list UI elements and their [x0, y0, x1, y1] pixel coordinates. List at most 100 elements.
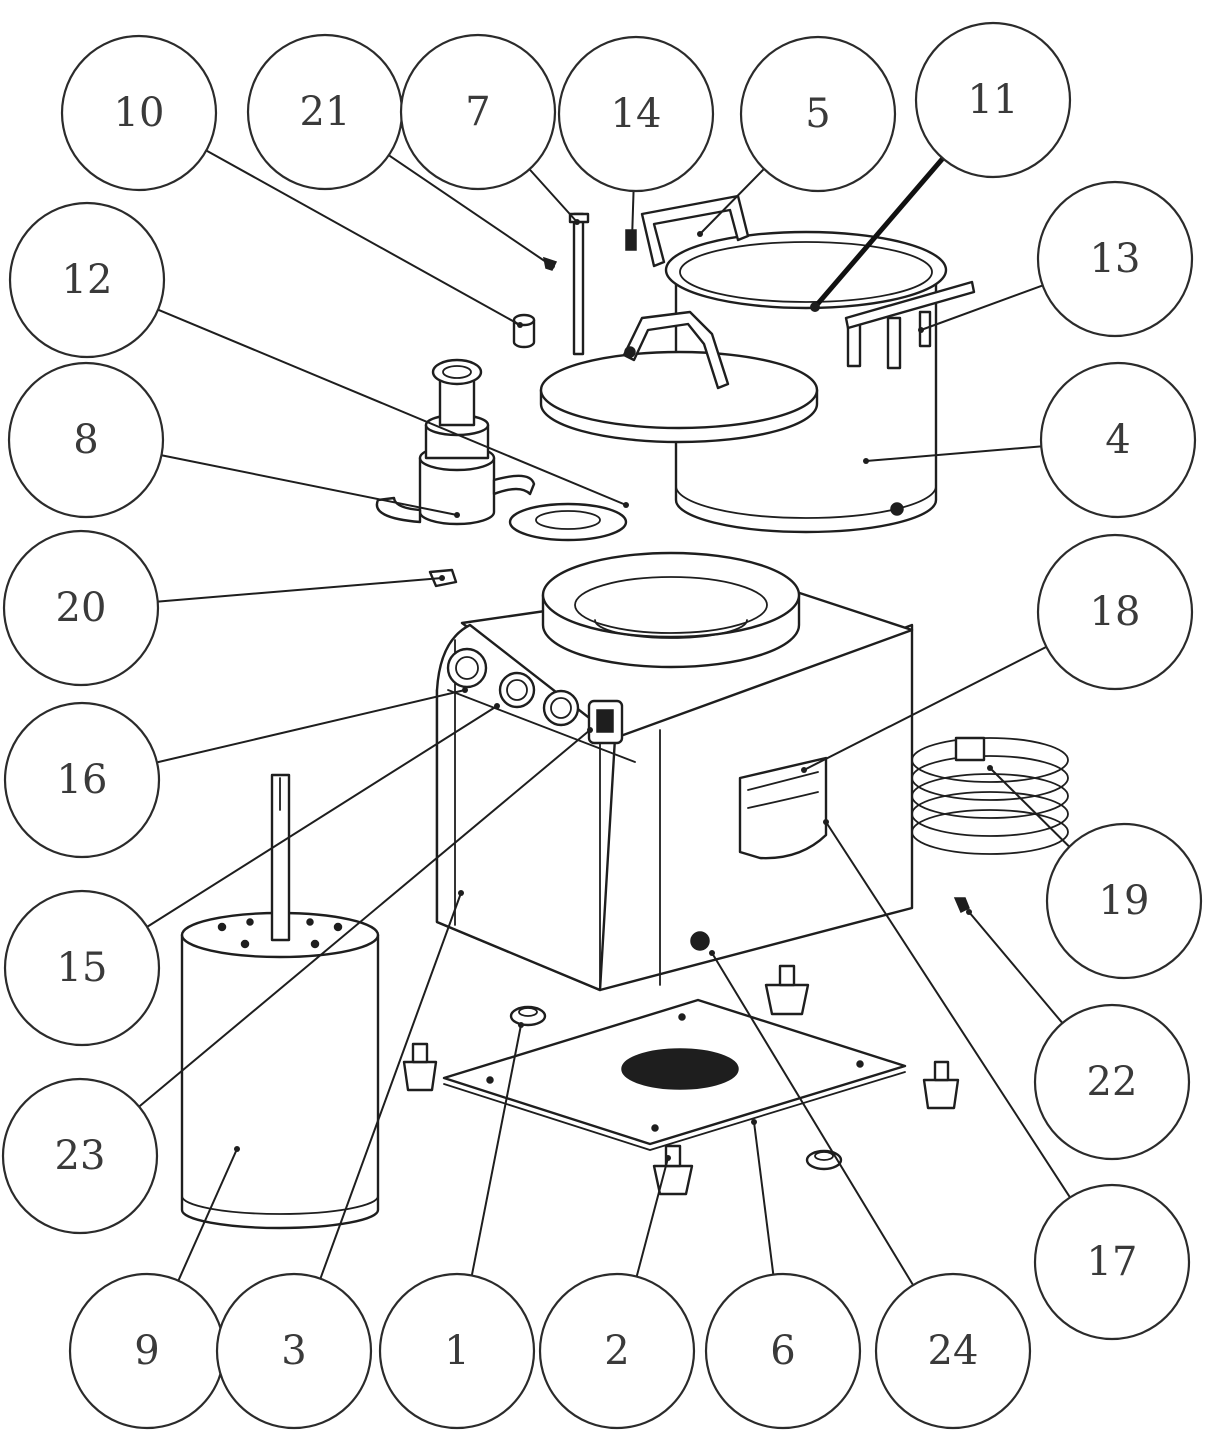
- callout-circle-16: [3, 701, 161, 859]
- leader-tip-5: [697, 231, 703, 237]
- callout-number-24: 24: [928, 1328, 979, 1374]
- callout-circle-14: [557, 35, 715, 193]
- callout-circle-7: [399, 33, 557, 191]
- callout-number-17: 17: [1087, 1239, 1138, 1285]
- callout-number-4: 4: [1105, 417, 1130, 463]
- callout-13: 13: [1036, 180, 1194, 338]
- leader-line-11: [813, 156, 945, 309]
- callout-15: 15: [3, 889, 161, 1047]
- leader-tip-13: [918, 327, 924, 333]
- callout-number-21: 21: [300, 89, 351, 135]
- callout-number-3: 3: [281, 1328, 306, 1374]
- callout-17: 17: [1033, 1183, 1191, 1341]
- leader-line-2: [635, 1157, 669, 1277]
- leader-line-24: [711, 952, 914, 1286]
- leader-line-15: [146, 705, 498, 928]
- callout-circle-3: [215, 1272, 373, 1430]
- callout-3: 3: [215, 1272, 373, 1430]
- leader-line-7: [528, 168, 578, 223]
- stirring-rod: [568, 212, 590, 356]
- callout-circle-24: [874, 1272, 1032, 1430]
- callout-circle-11: [914, 21, 1072, 179]
- callout-circle-17: [1033, 1183, 1191, 1341]
- leader-tip-17: [823, 819, 829, 825]
- callout-number-11: 11: [968, 77, 1019, 123]
- leader-tip-11: [810, 302, 820, 312]
- callout-number-1: 1: [444, 1328, 469, 1374]
- leader-tip-22: [966, 909, 972, 915]
- callout-number-8: 8: [73, 417, 98, 463]
- callout-number-10: 10: [114, 90, 165, 136]
- callout-10: 10: [60, 34, 218, 192]
- callout-14: 14: [557, 35, 715, 193]
- callout-19: 19: [1045, 822, 1203, 980]
- leader-line-4: [865, 445, 1042, 462]
- leader-tip-6: [751, 1119, 757, 1125]
- leader-line-19: [989, 767, 1071, 848]
- leader-tip-3: [458, 890, 464, 896]
- callout-circle-13: [1036, 180, 1194, 338]
- leader-tip-10: [517, 322, 523, 328]
- blade-assembly: [375, 358, 536, 526]
- leader-tip-7: [574, 219, 580, 225]
- callout-18: 18: [1036, 533, 1194, 691]
- callout-circle-15: [3, 889, 161, 1047]
- leader-line-6: [753, 1121, 775, 1275]
- callout-7: 7: [399, 33, 557, 191]
- callout-8: 8: [7, 361, 165, 519]
- callout-circle-12: [8, 201, 166, 359]
- leader-tip-19: [987, 765, 993, 771]
- callout-number-23: 23: [55, 1133, 106, 1179]
- callout-circle-22: [1033, 1003, 1191, 1161]
- leader-line-21: [388, 154, 553, 267]
- lid: [539, 310, 819, 444]
- callout-22: 22: [1033, 1003, 1191, 1161]
- leader-tip-9: [234, 1146, 240, 1152]
- leader-tip-1: [518, 1022, 524, 1028]
- callout-9: 9: [68, 1272, 226, 1430]
- callout-circle-4: [1039, 361, 1197, 519]
- small-screw: [953, 897, 970, 914]
- callout-number-19: 19: [1099, 878, 1150, 924]
- callout-circle-20: [2, 529, 160, 687]
- callout-21: 21: [246, 33, 404, 191]
- leader-line-14: [631, 190, 635, 241]
- leader-line-8: [161, 454, 458, 516]
- callout-circle-18: [1036, 533, 1194, 691]
- leader-line-20: [157, 577, 443, 603]
- leader-tip-12: [623, 502, 629, 508]
- leader-line-10: [205, 149, 521, 326]
- callout-number-7: 7: [465, 89, 490, 135]
- callout-number-9: 9: [134, 1328, 159, 1374]
- motor-cylinder: [180, 773, 380, 1230]
- leader-line-16: [156, 689, 466, 764]
- callout-number-2: 2: [604, 1328, 629, 1374]
- callout-number-5: 5: [805, 91, 830, 137]
- leader-line-5: [699, 168, 765, 235]
- callout-16: 16: [3, 701, 161, 859]
- callout-circle-1: [378, 1272, 536, 1430]
- leader-line-17: [825, 821, 1071, 1198]
- callout-number-18: 18: [1090, 589, 1141, 635]
- leader-line-3: [319, 892, 462, 1280]
- leader-tip-18: [801, 767, 807, 773]
- callout-6: 6: [704, 1272, 862, 1430]
- callout-4: 4: [1039, 361, 1197, 519]
- leader-line-1: [470, 1024, 522, 1276]
- leader-tip-2: [665, 1155, 671, 1161]
- callout-circle-23: [1, 1077, 159, 1235]
- callout-5: 5: [739, 35, 897, 193]
- callout-circle-8: [7, 361, 165, 519]
- callout-1: 1: [378, 1272, 536, 1430]
- nut: [512, 313, 536, 349]
- leader-tip-4: [863, 458, 869, 464]
- callout-number-16: 16: [57, 757, 108, 803]
- coiled-hose: [911, 736, 1069, 855]
- washers: [509, 1005, 843, 1171]
- callout-23: 23: [1, 1077, 159, 1235]
- callout-number-13: 13: [1090, 236, 1141, 282]
- callout-circle-2: [538, 1272, 696, 1430]
- leader-tip-24: [709, 950, 715, 956]
- leader-tip-21: [549, 263, 555, 269]
